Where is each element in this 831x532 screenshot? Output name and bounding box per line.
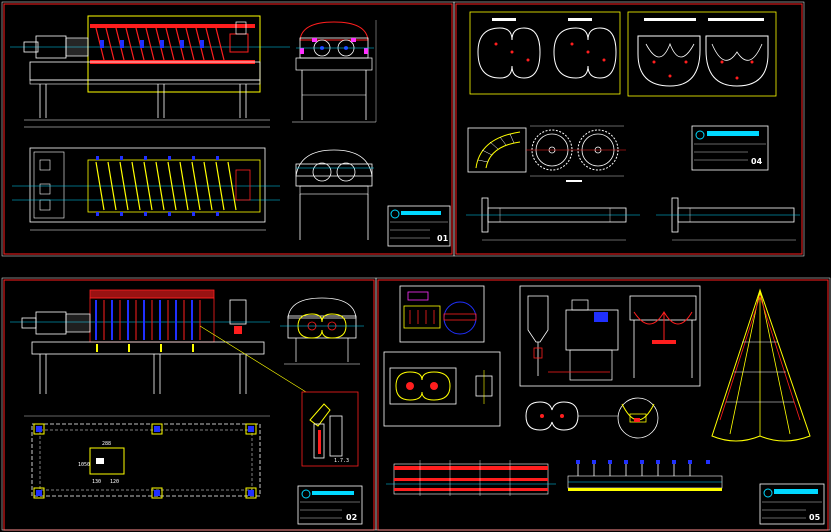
sheet-1-end-view-top <box>292 20 377 123</box>
sheet-3-foundation-plan: 288 1050 130 120 <box>24 415 270 499</box>
sheet-4-title-block: 05 <box>759 483 825 525</box>
sheet-1-frame <box>3 3 453 255</box>
offset-dimension-2: 120 <box>110 479 119 485</box>
sheet-2-gear-pair <box>526 125 626 182</box>
sheet-3-title-block: 02 <box>297 485 363 525</box>
sheet-4-rotor-detail-circle <box>617 397 659 439</box>
sheet-4-trough-elevation <box>386 460 556 496</box>
sheet-1-title-block: 01 <box>387 205 451 247</box>
sheet-2-arc-detail <box>467 127 527 173</box>
opening-height-dimension: 1050 <box>78 462 90 468</box>
offset-dimension-1: 130 <box>92 479 101 485</box>
sheet-1-number: 01 <box>437 234 449 243</box>
sheet-4-hopper-view <box>711 288 811 442</box>
sheet-2-outer <box>453 1 805 257</box>
sheet-4-lobe-rotor <box>525 401 618 431</box>
sheet-3-number: 02 <box>346 513 357 522</box>
sheet-2-lobe-section-pair-1 <box>469 11 621 95</box>
sheet-2-lobe-section-pair-2 <box>627 11 777 97</box>
detail-dimension: 1.7.3 <box>334 458 349 464</box>
sheet-1-end-view-bottom <box>295 149 374 240</box>
sheet-4-plate-detail <box>399 285 485 343</box>
sheet-1-machine-plan-view <box>12 147 280 231</box>
sheet-2-title-block: 04 <box>691 125 769 171</box>
sheet-4-outer <box>375 277 831 531</box>
sheet-4-assembly-view <box>519 285 701 387</box>
sheet-2-number: 04 <box>751 157 763 166</box>
opening-width-dimension: 288 <box>102 441 111 447</box>
sheet-2-frame <box>455 3 803 255</box>
sheet-3-detail-callout: 1.7.3 <box>301 391 359 467</box>
sheet-1-machine-side-view <box>10 15 290 128</box>
sheet-4-screw-elevation <box>567 460 723 491</box>
sheet-2-shaft-2 <box>656 197 800 241</box>
sheet-4-casing-section <box>383 351 501 427</box>
sheet-4-number: 05 <box>809 513 821 522</box>
sheet-3-end-view <box>280 297 364 365</box>
sheet-3-machine-side-view <box>10 289 307 394</box>
sheet-2-shaft-1 <box>466 197 640 241</box>
